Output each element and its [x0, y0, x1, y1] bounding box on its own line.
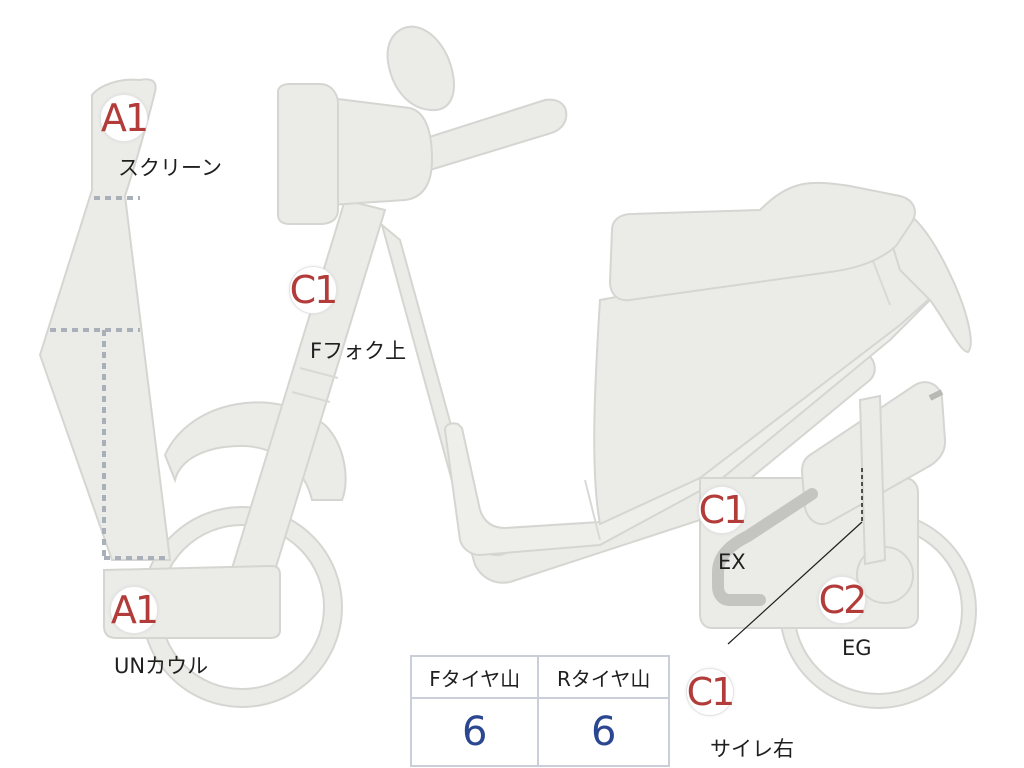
- rear-tire-header: Rタイヤ山: [537, 655, 670, 699]
- callout-code-fork: C1: [289, 266, 338, 314]
- callout-code-screen: A1: [100, 94, 149, 142]
- tire-table-value-row: 6 6: [409, 697, 670, 767]
- front-tire-header: Fタイヤ山: [409, 655, 540, 699]
- callout-code-under-cowl: A1: [110, 586, 159, 634]
- callout-label-muffler-right: サイレ右: [710, 737, 794, 761]
- callout-label-engine: EG: [842, 636, 872, 660]
- callout-label-exhaust: EX: [718, 550, 746, 574]
- headlight: [277, 83, 339, 225]
- tire-tread-table: Fタイヤ山 Rタイヤ山 6 6: [409, 655, 670, 767]
- callout-label-fork: Fフォク上: [310, 339, 407, 363]
- front-body: [38, 78, 172, 561]
- rear-shock: [858, 394, 887, 566]
- callout-code-exhaust: C1: [698, 486, 747, 534]
- callout-code-engine: C2: [818, 576, 867, 624]
- tail-cowl: [878, 203, 972, 354]
- mirror: [386, 25, 455, 112]
- headlight-housing: [329, 96, 434, 207]
- front-fork: [228, 198, 387, 582]
- tire-table-header-row: Fタイヤ山 Rタイヤ山: [409, 655, 670, 699]
- seat: [608, 181, 916, 302]
- exhaust-pipe: [712, 488, 818, 606]
- panel-divider-lines: [50, 196, 168, 560]
- callout-code-muffler-right: C1: [686, 668, 735, 716]
- front-tire-value: 6: [409, 697, 540, 767]
- callout-label-under-cowl: UNカウル: [114, 654, 209, 678]
- leader-lines: [727, 468, 863, 645]
- handlebar: [418, 98, 568, 172]
- rear-tire-value: 6: [537, 697, 670, 767]
- callout-label-screen: スクリーン: [118, 156, 222, 180]
